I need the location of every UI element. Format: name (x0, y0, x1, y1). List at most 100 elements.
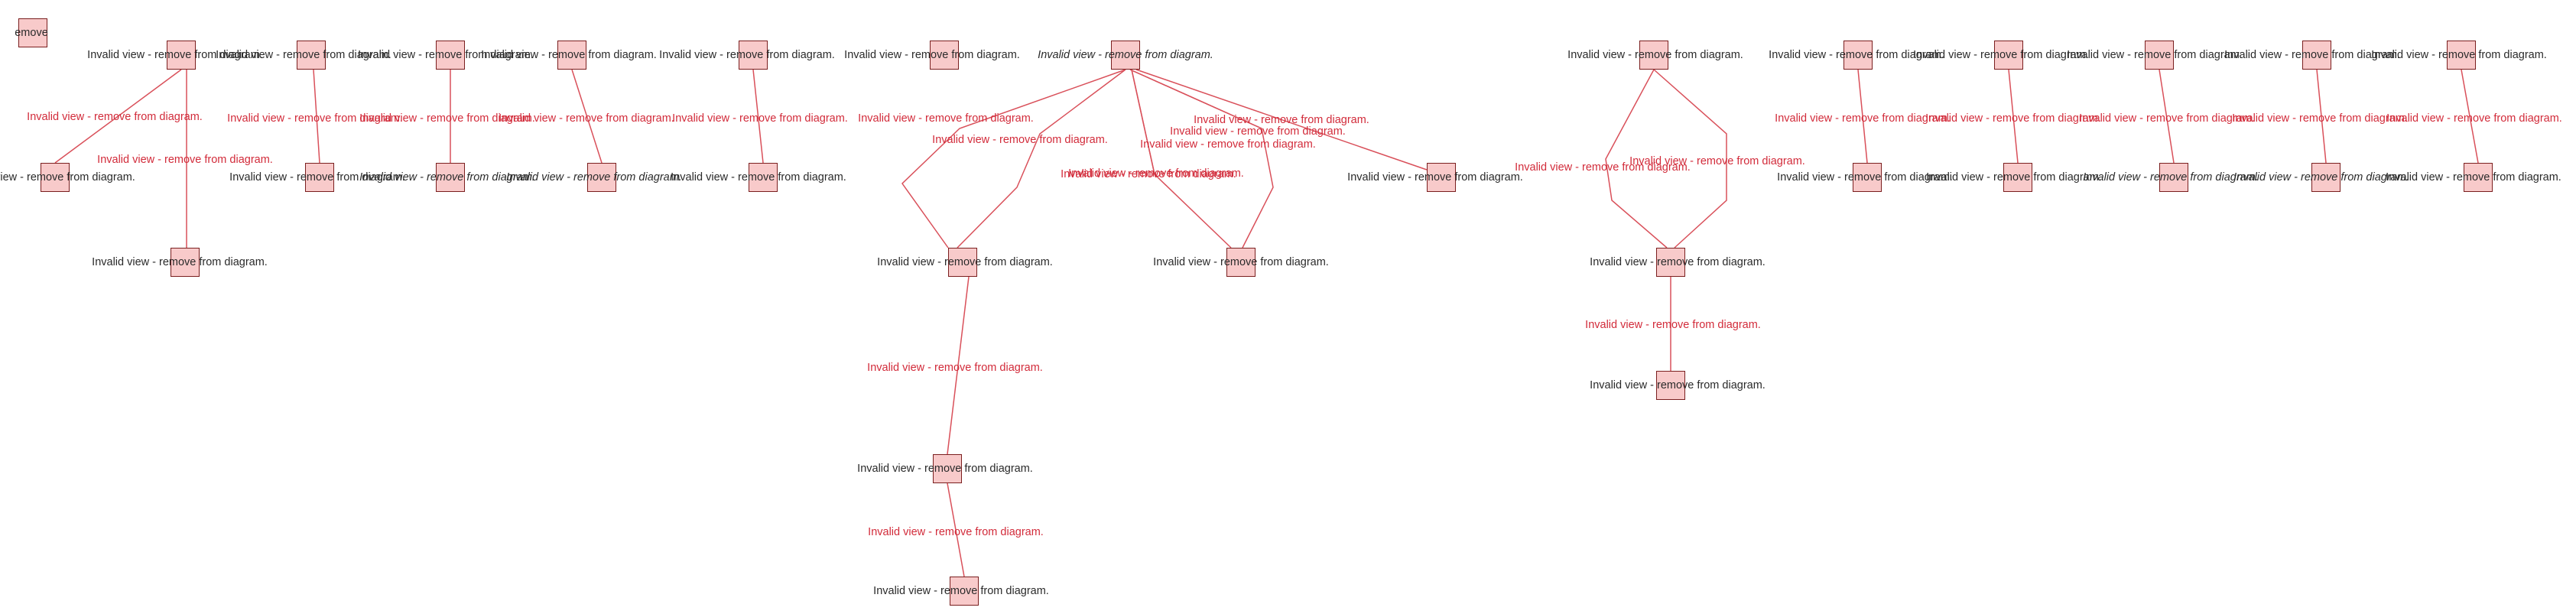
diagram-edge[interactable] (957, 69, 1126, 249)
node-label: Invalid view - remove from diagram. (857, 462, 1033, 475)
diagram-edge[interactable] (2008, 69, 2019, 164)
diagram-edge[interactable] (901, 69, 1126, 249)
diagram-node[interactable] (436, 41, 465, 70)
diagram-node[interactable] (2003, 163, 2032, 192)
edge-label: Invalid view - remove from diagram. (1170, 125, 1346, 138)
diagram-edge[interactable] (1857, 69, 1868, 164)
diagram-node[interactable] (2302, 41, 2331, 70)
edge-label: Invalid view - remove from diagram. (932, 133, 1108, 146)
diagram-edge[interactable] (1135, 69, 1428, 171)
node-label: Invalid view - remove from diagram. (87, 48, 263, 61)
edge-label: Invalid view - remove from diagram. (2079, 112, 2255, 125)
edge-label: Invalid view - remove from diagram. (97, 153, 273, 166)
diagram-edge[interactable] (54, 69, 182, 164)
edge-label: Invalid view - remove from diagram. (27, 110, 203, 123)
diagram-node[interactable] (1656, 248, 1685, 277)
diagram-edge[interactable] (2316, 69, 2327, 164)
node-label: Invalid view - remove from diagram. (0, 171, 135, 184)
edge-label: Invalid view - remove from diagram. (227, 112, 403, 125)
diagram-edge[interactable] (1653, 69, 1727, 249)
node-label: Invalid view - remove from diagram. (2386, 171, 2561, 184)
edge-label: Invalid view - remove from diagram. (1515, 161, 1691, 174)
diagram-node[interactable] (1226, 248, 1256, 277)
diagram-node[interactable] (739, 41, 768, 70)
diagram-node[interactable] (749, 163, 778, 192)
diagram-node[interactable] (41, 163, 70, 192)
edge-label: Invalid view - remove from diagram. (1068, 167, 1244, 180)
diagram-edge[interactable] (1131, 69, 1232, 249)
diagram-node[interactable] (1994, 41, 2023, 70)
diagram-node[interactable] (2447, 41, 2476, 70)
edge-label: Invalid view - remove from diagram. (867, 361, 1043, 374)
diagram-node[interactable] (436, 163, 465, 192)
diagram-edge[interactable] (313, 69, 320, 164)
diagram-node[interactable] (1427, 163, 1456, 192)
node-label: Invalid view - remove from diagram. (1777, 171, 1953, 184)
node-label: Invalid view - remove from diagram. (1769, 48, 1944, 61)
diagram-node[interactable] (933, 454, 962, 483)
diagram-edge[interactable] (571, 69, 603, 164)
diagram-node[interactable] (930, 41, 959, 70)
edge-label: Invalid view - remove from diagram. (1585, 318, 1761, 331)
diagram-node[interactable] (18, 18, 47, 47)
node-label: Invalid view - remove from diagram. (1153, 255, 1329, 268)
node-label: emove (15, 26, 48, 39)
diagram-node[interactable] (587, 163, 616, 192)
node-label: Invalid view - remove from diagram. (216, 48, 391, 61)
diagram-edge[interactable] (947, 276, 970, 455)
edge-label: Invalid view - remove from diagram. (359, 112, 535, 125)
node-label: Invalid view - remove from diagram. (877, 255, 1053, 268)
edge-label: Invalid view - remove from diagram. (499, 112, 674, 125)
diagram-node[interactable] (171, 248, 200, 277)
edge-label: Invalid view - remove from diagram. (1061, 167, 1236, 180)
diagram-node[interactable] (1843, 41, 1873, 70)
node-label: Invalid view - remove from diagram. (844, 48, 1020, 61)
diagram-node[interactable] (1111, 41, 1140, 70)
diagram-node[interactable] (557, 41, 586, 70)
diagram-node[interactable] (305, 163, 334, 192)
diagram-edge[interactable] (752, 69, 764, 164)
edge-label: Invalid view - remove from diagram. (2386, 112, 2562, 125)
diagram-edge[interactable] (1129, 69, 1262, 129)
node-label: Invalid view - remove from diagram. (481, 48, 657, 61)
edge-label: Invalid view - remove from diagram. (1925, 112, 2101, 125)
node-label: Invalid view - remove from diagram. (358, 48, 534, 61)
edge-label: Invalid view - remove from diagram. (2232, 112, 2408, 125)
node-label: Invalid view - remove from diagram. (873, 584, 1049, 597)
node-label: Invalid view - remove from diagram. (229, 171, 405, 184)
diagram-node[interactable] (948, 248, 977, 277)
node-label: Invalid view - remove from diagram. (671, 171, 846, 184)
node-label: Invalid view - remove from diagram. (1567, 48, 1743, 61)
diagram-node[interactable] (950, 577, 979, 606)
diagram-node[interactable] (1656, 371, 1685, 400)
node-label: Invalid view - remove from diagram. (2067, 48, 2243, 61)
diagram-node[interactable] (297, 41, 326, 70)
edge-label: Invalid view - remove from diagram. (1629, 154, 1805, 167)
diagram-node[interactable] (1853, 163, 1882, 192)
edge-label: Invalid view - remove from diagram. (1140, 138, 1316, 151)
node-label: Invalid view - remove from diagram. (1913, 48, 2089, 61)
diagram-node[interactable] (1639, 41, 1668, 70)
diagram-node[interactable] (2311, 163, 2340, 192)
node-label: Invalid view - remove from diagram. (2233, 171, 2409, 184)
node-label: Invalid view - remove from diagram. (1038, 48, 1213, 61)
edge-label: Invalid view - remove from diagram. (868, 525, 1044, 538)
diagram-node[interactable] (2159, 163, 2188, 192)
diagram-edge[interactable] (2159, 69, 2175, 164)
node-label: Invalid view - remove from diagram. (92, 255, 268, 268)
node-label: Invalid view - remove from diagram. (1926, 171, 2102, 184)
node-label: Invalid view - remove from diagram. (1590, 378, 1766, 391)
diagram-edge[interactable] (1131, 69, 1155, 175)
diagram-node[interactable] (2145, 41, 2174, 70)
diagram-edge[interactable] (2461, 69, 2479, 164)
diagram-node[interactable] (2464, 163, 2493, 192)
diagram-edge[interactable] (947, 482, 965, 577)
edge-label: Invalid view - remove from diagram. (1194, 113, 1369, 126)
edge-label: Invalid view - remove from diagram. (858, 112, 1034, 125)
diagram-edge[interactable] (1605, 69, 1668, 249)
edge-label: Invalid view - remove from diagram. (1775, 112, 1951, 125)
node-label: Invalid view - remove from diagram. (506, 171, 682, 184)
diagram-node[interactable] (167, 41, 196, 70)
